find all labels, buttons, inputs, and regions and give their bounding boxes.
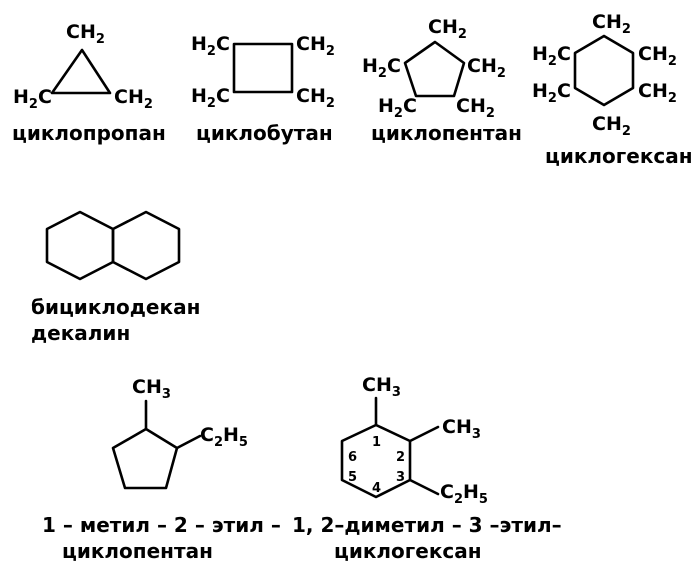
decalin-name-1: бициклодекан xyxy=(31,295,200,319)
cyclobutane-ring xyxy=(232,42,294,94)
cyclobutane-top-right-group: CH2 xyxy=(296,33,335,59)
dimethylethylcyclohexane-structure: CH3 CH3 C2H5 1 2 3 4 5 6 1, 2–диметил – … xyxy=(292,374,562,563)
ring-number-6: 6 xyxy=(348,450,357,465)
cyclohexane-top-left-group: H2C xyxy=(532,43,571,69)
cyclopentane-right-group: CH2 xyxy=(467,55,506,81)
cyclopentane-bottom-left-group: H2C xyxy=(378,95,417,121)
ethyl-bond xyxy=(175,434,202,450)
cyclopropane-name: циклопропан xyxy=(12,121,166,145)
cyclopentane-structure: CH2 H2C CH2 H2C CH2 циклопентан xyxy=(362,16,522,145)
cyclobutane-bottom-right-group: CH2 xyxy=(296,85,335,111)
ethyl-group: C2H5 xyxy=(200,424,248,450)
methylethylcyclopentane-name-1: 1 – метил – 2 – этил – xyxy=(42,513,281,537)
cyclohexane-bottom-right-group: CH2 xyxy=(638,80,677,106)
dimethylethylcyclohexane-name-1: 1, 2–диметил – 3 –этил– xyxy=(292,513,562,537)
cyclohexane-ring xyxy=(573,34,635,107)
decalin-name-2: декалин xyxy=(31,321,130,345)
cyclopentane-top-group: CH2 xyxy=(428,16,467,42)
top-methyl-group: CH3 xyxy=(362,374,401,400)
decalin-right-ring xyxy=(111,210,181,281)
cyclobutane-structure: H2C CH2 H2C CH2 циклобутан xyxy=(191,33,335,145)
methylethylcyclopentane-name-2: циклопентан xyxy=(62,539,213,563)
ring-number-1: 1 xyxy=(372,435,381,450)
decalin-left-ring xyxy=(45,210,115,281)
cyclohexane-top-right-group: CH2 xyxy=(638,43,677,69)
cyclopentane-name: циклопентан xyxy=(371,121,522,145)
dimethylethylcyclohexane-name-2: циклогексан xyxy=(334,539,482,563)
methylethylcyclopentane-ring xyxy=(111,427,179,490)
cyclohexane-bottom-left-group: H2C xyxy=(532,80,571,106)
right-methyl-bond xyxy=(408,425,440,443)
cyclopropane-top-group: CH2 xyxy=(66,21,105,47)
cyclopropane-left-group: H2C xyxy=(13,86,52,112)
cyclopentane-bottom-right-group: CH2 xyxy=(456,95,495,121)
right-methyl-group: CH3 xyxy=(442,416,481,442)
ring-number-2: 2 xyxy=(396,450,405,465)
cyclohexane-bottom-group: CH2 xyxy=(592,113,631,139)
ethyl-bond-hexane xyxy=(408,478,440,496)
cyclohexane-structure: CH2 H2C CH2 H2C CH2 CH2 циклогексан xyxy=(532,11,693,168)
ring-number-5: 5 xyxy=(348,470,357,485)
methylethylcyclopentane-structure: CH3 C2H5 1 – метил – 2 – этил – циклопен… xyxy=(42,376,281,563)
ethyl-group-hexane: C2H5 xyxy=(440,481,488,507)
cyclobutane-name: циклобутан xyxy=(196,121,333,145)
cyclobutane-top-left-group: H2C xyxy=(191,33,230,59)
cyclopentane-left-group: H2C xyxy=(362,55,401,81)
decalin-structure: бициклодекан декалин xyxy=(31,210,200,345)
cyclohexane-top-group: CH2 xyxy=(592,11,631,37)
cyclopentane-ring xyxy=(403,40,466,98)
ring-number-3: 3 xyxy=(396,470,405,485)
cyclohexane-name: циклогексан xyxy=(545,144,693,168)
cyclopropane-right-group: CH2 xyxy=(114,86,153,112)
cyclopropane-ring xyxy=(50,48,112,95)
ring-number-4: 4 xyxy=(372,481,381,496)
methyl-group: CH3 xyxy=(132,376,171,402)
cyclobutane-bottom-left-group: H2C xyxy=(191,85,230,111)
cyclopropane-structure: CH2 H2C CH2 циклопропан xyxy=(12,21,166,145)
